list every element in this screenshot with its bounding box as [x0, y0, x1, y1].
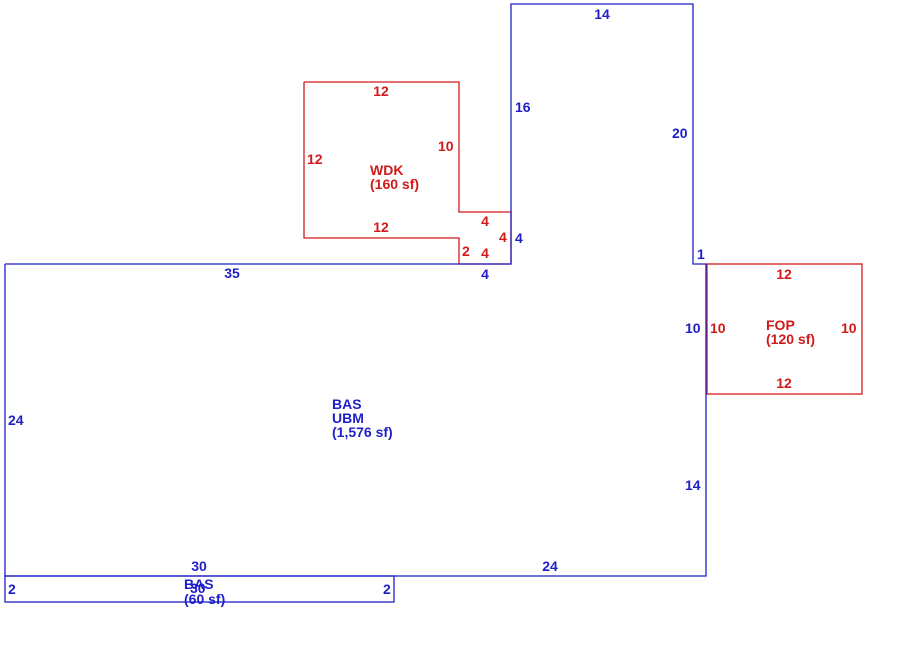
- dim-wdk-step-top: 4: [481, 213, 489, 229]
- dim-wdk-step-left: 2: [462, 243, 470, 259]
- dim-tower-top: 14: [594, 6, 610, 22]
- dim-wdk-top: 12: [373, 83, 389, 99]
- dim-bas-right-upper: 10: [685, 320, 701, 336]
- dim-wdk-right: 10: [438, 138, 454, 154]
- dim-tower-right: 20: [672, 125, 688, 141]
- fop-code: FOP: [766, 317, 795, 333]
- dim-bas-notch-bottom: 4: [481, 266, 489, 282]
- fop-area: (120 sf): [766, 331, 815, 347]
- dim-bas-right-lower: 14: [685, 477, 701, 493]
- dim-fop-top: 12: [776, 266, 792, 282]
- dim-bas-top-left: 35: [224, 265, 240, 281]
- dim-small-left: 2: [8, 581, 16, 597]
- wdk-area: (160 sf): [370, 176, 419, 192]
- bas-small-outline: [4, 575, 395, 603]
- dim-wdk-bottom: 12: [373, 219, 389, 235]
- dim-fop-left: 10: [710, 320, 726, 336]
- dim-bas-left: 24: [8, 412, 24, 428]
- bas-main-area: (1,576 sf): [332, 424, 393, 440]
- dim-bas-notch-right: 4: [515, 230, 523, 246]
- wdk-code: WDK: [370, 162, 403, 178]
- dim-bas-bottom-right: 24: [542, 558, 558, 574]
- dim-wdk-step-right: 4: [499, 229, 507, 245]
- dim-fop-right: 10: [841, 320, 857, 336]
- dim-wdk-left: 12: [307, 151, 323, 167]
- wdk-outline: [303, 81, 512, 265]
- dim-tower-left: 16: [515, 99, 531, 115]
- dim-bas-bottom-left: 30: [191, 558, 207, 574]
- dim-small-right: 2: [383, 581, 391, 597]
- bas-main-subcode: UBM: [332, 410, 364, 426]
- dim-fop-bottom: 12: [776, 375, 792, 391]
- dim-small-overlap: 30: [190, 580, 206, 596]
- bas-small-area: (60 sf): [184, 591, 225, 607]
- bas-main-code: BAS: [332, 396, 362, 412]
- dim-bas-step: 1: [697, 246, 705, 262]
- bas-small-code: BAS: [184, 576, 214, 592]
- fop-outline: [706, 263, 863, 395]
- dim-wdk-step-bottom: 4: [481, 245, 489, 261]
- bas-main-outline: [4, 3, 707, 577]
